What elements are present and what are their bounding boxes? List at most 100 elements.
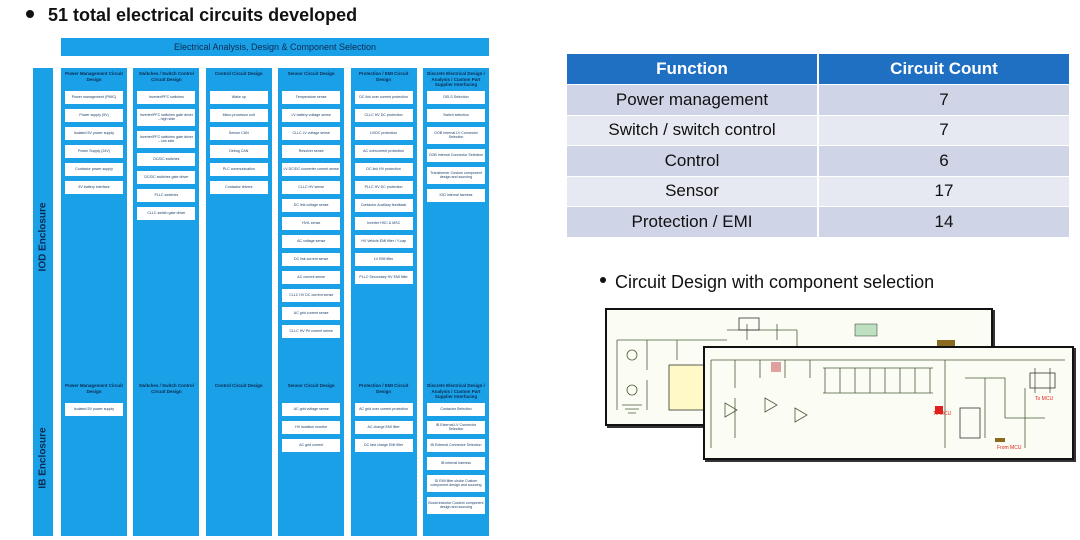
circuit-item: 5V battery interface [65, 181, 123, 194]
circuit-item: AC grid current [282, 439, 341, 452]
circuit-item: CLLC HV sense [282, 181, 341, 194]
column-title: Switches / Switch Control Circuit Design [138, 383, 194, 394]
circuit-item: AC grid current sense [282, 307, 341, 320]
circuit-diagram: Electrical Analysis, Design & Component … [33, 36, 493, 536]
circuit-item: CLLC LV voltage sense [282, 127, 341, 140]
circuit-item: CLLC switch gate driver [137, 207, 196, 220]
circuit-item: DC fast charge EMI filter [354, 439, 413, 452]
circuit-item: Contactor power supply [65, 163, 123, 176]
column-title: Control Circuit Design [214, 71, 263, 76]
table-header-count: Circuit Count [818, 54, 1069, 85]
circuit-item: DC link HV protection [354, 163, 413, 176]
circuit-item: Isolated 5V power supply [65, 403, 123, 416]
circuit-item: Wake up [209, 91, 268, 104]
circuit-item: Inverter/PFC switches gate driver – high… [137, 109, 196, 126]
circuit-item: CLLC HV DC protection [354, 109, 413, 122]
circuit-column: Protection / EMI Circuit Design AC grid o… [350, 380, 417, 536]
circuit-item: CLLC HV DC current sense [282, 289, 341, 302]
schematic-label: To MCU [933, 411, 951, 417]
circuit-item: Inverter/PFC switches [137, 91, 196, 104]
column-title: Switches / Switch Control Circuit Design [138, 71, 194, 82]
circuit-column: Protection / EMI Circuit Design DC link o… [350, 68, 417, 406]
circuit-item: LV EMI filter [354, 253, 413, 266]
schematic-image-front: To MCU From MCU To MCU [703, 346, 1074, 460]
schematic-drawing: To MCU From MCU To MCU [710, 359, 1065, 451]
circuit-column: Sensor Circuit Design AC grid voltage sen… [278, 380, 345, 536]
schematic-label: From MCU [997, 445, 1022, 451]
circuit-item: ID EMI filter choke Custom component des… [427, 475, 485, 492]
circuit-item: LV/DC protection [354, 127, 413, 140]
section-label: IOD Enclosure [33, 68, 53, 406]
circuit-item: Contactor Auxiliary feedback [354, 199, 413, 212]
table-header-row: Function Circuit Count [567, 54, 1069, 85]
circuit-item: LV battery voltage sense [282, 109, 341, 122]
circuit-item: OOB Internal LV Connector Selection [427, 127, 485, 144]
circuit-column: Discrete Electrical Design / Analysis / … [423, 68, 489, 406]
section-label: IB Enclosure [33, 380, 53, 536]
circuit-item: DC/DC switches [137, 153, 196, 166]
column-title: Power Management Circuit Design [65, 383, 123, 394]
circuit-column: Discrete Electrical Design / Analysis / … [423, 380, 489, 536]
circuit-item: OOB Internal Connector Selection [427, 149, 485, 162]
circuit-column: Switches / Switch Control Circuit Design… [133, 68, 200, 406]
circuit-item: AC overcurrent protection [354, 145, 413, 158]
circuit-item: HV Vehicle EMI filter / Y-cap [354, 235, 413, 248]
circuit-item: AC grid over current protection [354, 403, 413, 416]
circuit-column: Switches / Switch Control Circuit Design [133, 380, 200, 536]
circuit-item: PLLC Secondary HV EMI filter [354, 271, 413, 284]
circuit-item: Boost inductor Custom component design a… [427, 497, 485, 514]
circuit-item: IB External Connector Selection [427, 439, 485, 452]
schematic-subtitle: Circuit Design with component selection [600, 272, 934, 293]
circuit-column: Power Management Circuit Design Power man… [61, 68, 127, 406]
slide-title: 51 total electrical circuits developed [26, 5, 357, 26]
circuit-item: Transformer Custom component design and … [427, 167, 485, 184]
circuit-column: Control Circuit Design [205, 380, 272, 536]
column-title: Discrete Electrical Design / Analysis / … [427, 383, 485, 400]
circuit-item: HV isolation monitor [282, 421, 341, 434]
column-title: Sensor Circuit Design [287, 71, 335, 76]
column-title: Sensor Circuit Design [287, 383, 335, 388]
circuit-item: DELS Selection [427, 91, 485, 104]
circuit-item: Resolver sense [282, 145, 341, 158]
column-title: Protection / EMI Circuit Design [358, 383, 409, 394]
circuit-item: IB External LV Connector Selection [427, 421, 485, 434]
circuit-item: IB internal harness [427, 457, 485, 470]
circuit-item: DC link current sense [282, 253, 341, 266]
circuit-item: Isolated 5V power supply [65, 127, 123, 140]
circuit-item: Micro processor unit [209, 109, 268, 122]
circuit-item: HVIL sense [282, 217, 341, 230]
circuit-item: PLLC HV DC protection [354, 181, 413, 194]
circuit-item: Switch selection [427, 109, 485, 122]
circuit-item: PLLC switches [137, 189, 196, 202]
column-title: Protection / EMI Circuit Design [358, 71, 409, 82]
circuit-item: Temperature sense [282, 91, 341, 104]
circuit-item: IOD internal harness [427, 189, 485, 202]
bullet-icon [26, 10, 34, 19]
column-title: Control Circuit Design [214, 383, 263, 388]
circuit-item: AC current sense [282, 271, 341, 284]
circuit-item: Inverter HSC & MSC [354, 217, 413, 230]
circuit-item: Contactor Selection [427, 403, 485, 416]
circuit-item: AC voltage sense [282, 235, 341, 248]
table-header-function: Function [567, 54, 819, 85]
circuit-item: Inverter/PFC switches gate driver – low … [137, 131, 196, 148]
circuit-item: DC link voltage sense [282, 199, 341, 212]
circuit-item: Sensor CAN [209, 127, 268, 140]
circuit-item: Debug CAN [209, 145, 268, 158]
schematic-label: To MCU [1035, 396, 1053, 402]
circuit-item: CLLC HV Pri current sense [282, 325, 341, 338]
circuit-item: Power management (PMIC) [65, 91, 123, 104]
circuit-item: AC grid voltage sense [282, 403, 341, 416]
circuit-item: LV DC/DC converter current sense [282, 163, 341, 176]
circuit-item: DC link over current protection [354, 91, 413, 104]
bullet-icon [600, 277, 606, 284]
circuit-item: Contactor drivers [209, 181, 268, 194]
